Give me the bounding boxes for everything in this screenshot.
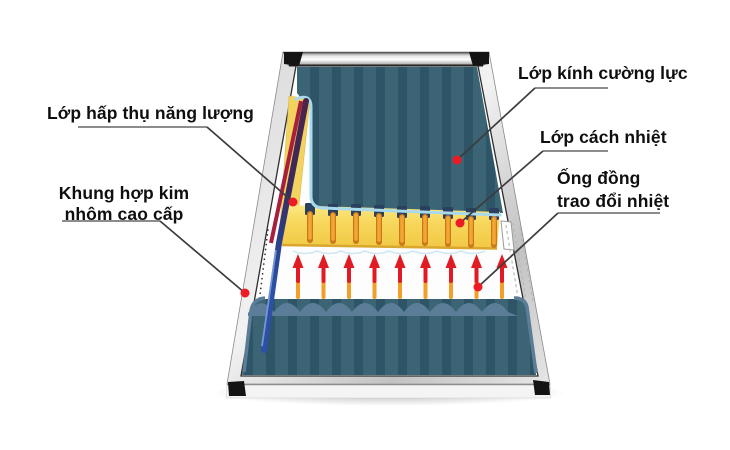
label-marker-dot	[455, 218, 465, 228]
absorber-surface-bottom	[242, 296, 538, 375]
label-marker-dot	[473, 282, 483, 292]
absorber-red-stripe	[269, 100, 303, 244]
tempered-glass-surface	[297, 67, 503, 213]
label-copper-pipe-line2: trao đổi nhiệt	[557, 191, 670, 211]
label-frame-line1: Khung hợp kim	[58, 183, 190, 203]
copper-pipe	[261, 98, 309, 353]
corner-caps	[228, 52, 550, 396]
label-frame-line2: nhôm cao cấp	[64, 204, 184, 224]
band-end-notch	[500, 220, 515, 251]
leader-lines	[62, 87, 660, 298]
label-copper-pipe-line1: Ống đồng	[557, 168, 641, 188]
label-marker-dot	[452, 155, 462, 165]
label-absorber-layer-text: Lớp hấp thụ năng lượng	[47, 103, 254, 123]
label-insulation-layer: Lớp cách nhiệt	[540, 127, 667, 148]
label-marker-dot	[240, 288, 250, 298]
label-marker-dots	[240, 155, 483, 298]
label-marker-dot	[288, 197, 298, 207]
label-copper-pipe: Ống đồng trao đổi nhiệt	[557, 167, 669, 213]
label-absorber-layer: Lớp hấp thụ năng lượng	[47, 103, 254, 124]
label-insulation-layer-text: Lớp cách nhiệt	[540, 127, 667, 147]
insulation-layer-band	[281, 203, 500, 255]
right-gap-dashes	[505, 222, 534, 303]
label-frame: Khung hợp kim nhôm cao cấp	[38, 183, 210, 225]
label-tempered-glass-text: Lớp kính cường lực	[518, 63, 688, 83]
absorber-outline	[294, 95, 502, 217]
label-tempered-glass: Lớp kính cường lực	[518, 63, 688, 84]
